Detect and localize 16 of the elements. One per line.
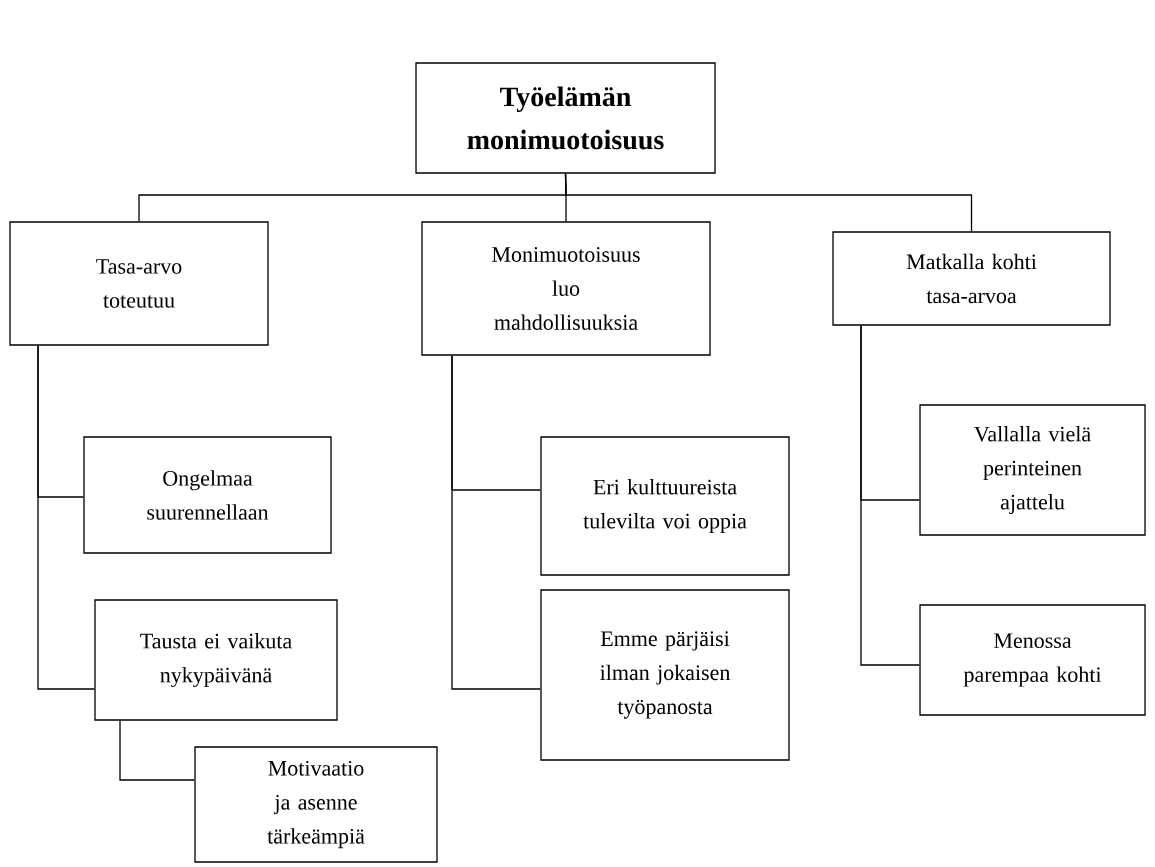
box: Motivaatio ja asenne tärkeämpiä bbox=[194, 746, 438, 863]
box: Työelämän monimuotoisuus bbox=[415, 62, 716, 174]
connector-line bbox=[564, 173, 973, 232]
box: Tausta ei vaikuta nykypäivänä bbox=[94, 599, 338, 721]
box: Ongelmaa suurennellaan bbox=[83, 436, 332, 554]
box: Matkalla kohti tasa-arvoa bbox=[832, 231, 1111, 326]
connector-line bbox=[119, 720, 195, 781]
box: Emme pärjäisi ilman jokaisen työpanosta bbox=[540, 589, 790, 761]
connector-line bbox=[451, 355, 541, 690]
box: Vallalla vielä perinteinen ajattelu bbox=[919, 404, 1146, 536]
box: Eri kulttuureista tulevilta voi oppia bbox=[540, 436, 790, 576]
box: Tasa-arvo toteutuu bbox=[9, 221, 269, 346]
box: Menossa parempaa kohti bbox=[919, 604, 1146, 716]
connector-line bbox=[37, 345, 95, 690]
connector-line bbox=[860, 325, 920, 666]
box: Monimuotoisuus luo mahdollisuuksia bbox=[421, 221, 711, 356]
